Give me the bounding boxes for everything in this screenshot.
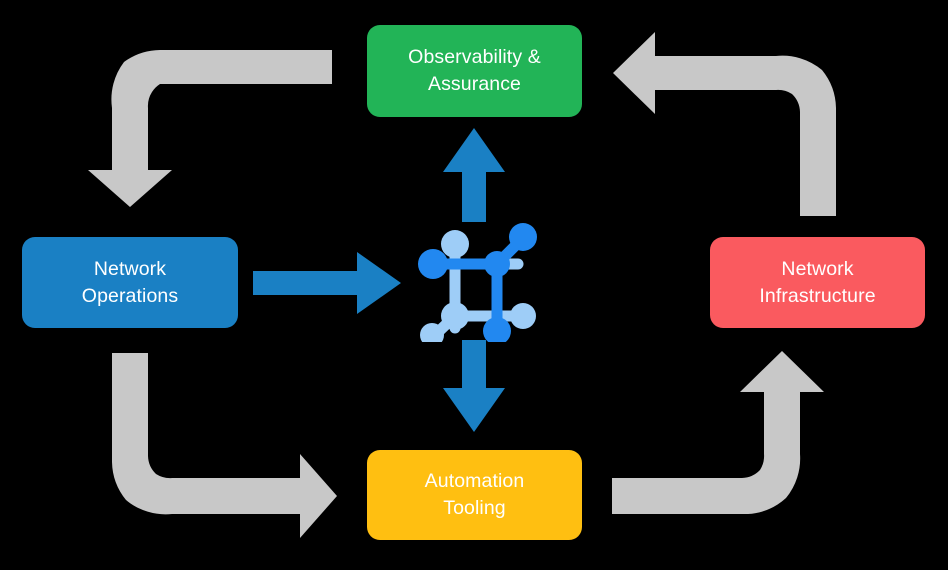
node-label-network-operations: Network Operations xyxy=(81,257,179,307)
arrow-netops-to-center xyxy=(253,252,401,314)
node-box-network-operations[interactable]: Network Operations xyxy=(22,237,238,328)
arrow-center-to-observability xyxy=(443,128,505,222)
node-label-network-infrastructure: Network Infrastructure xyxy=(759,257,876,307)
network-nodes-bright xyxy=(418,223,537,342)
arrow-netinfra-to-observability xyxy=(613,32,836,216)
node-label-automation-tooling: Automation Tooling xyxy=(424,470,525,519)
arrow-observability-to-netops xyxy=(88,50,332,207)
arrow-automation-to-netinfra xyxy=(612,351,824,514)
arrow-center-to-automation xyxy=(443,340,505,432)
network-graph-icon xyxy=(418,223,537,342)
node-box-network-infrastructure[interactable]: Network Infrastructure xyxy=(710,237,925,328)
node-label-observability: Observability & Assurance xyxy=(408,46,541,95)
node-box-observability[interactable]: Observability & Assurance xyxy=(367,25,582,117)
node-box-automation-tooling[interactable]: Automation Tooling xyxy=(367,450,582,540)
arrow-netops-to-automation xyxy=(112,353,337,538)
network-nodes-light xyxy=(420,230,536,342)
